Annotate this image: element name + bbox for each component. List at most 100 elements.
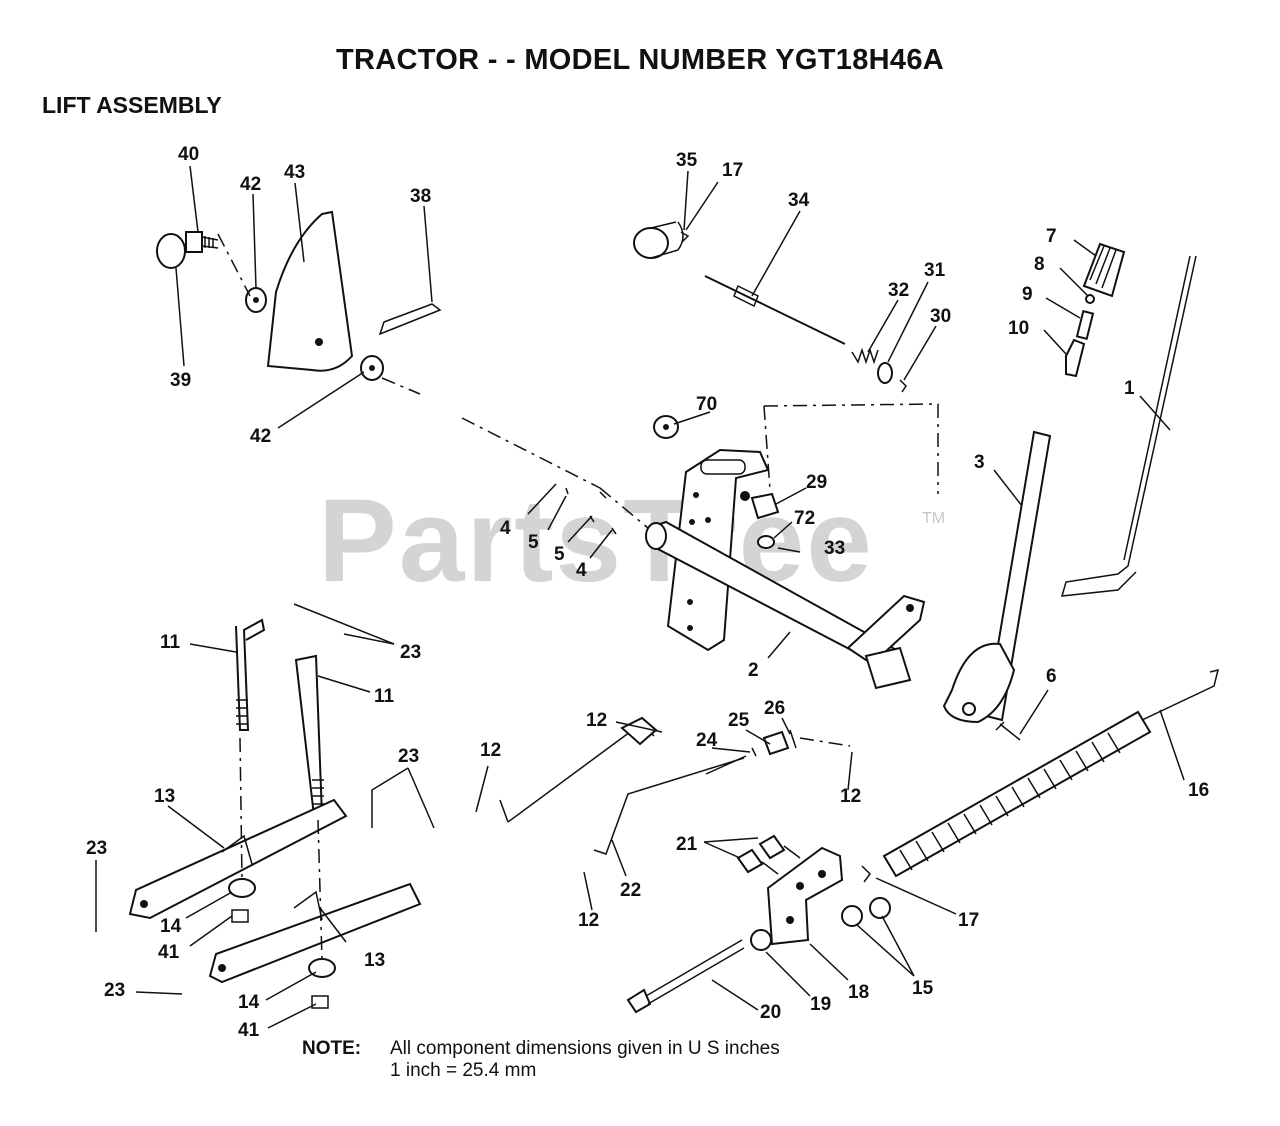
part-2-hole-3 bbox=[705, 517, 711, 523]
part-21-bolt-shafts bbox=[761, 845, 801, 875]
part-1-rod-side bbox=[1123, 255, 1191, 561]
part-35-knob bbox=[633, 227, 669, 259]
part-2-hole-1 bbox=[693, 492, 699, 498]
part-34-nut bbox=[733, 284, 759, 308]
callout-17-bottom: 17 bbox=[958, 910, 979, 931]
note-text-2: 1 inch = 25.4 mm bbox=[390, 1060, 537, 1081]
part-41-bushing-lower bbox=[311, 995, 329, 1009]
part-2-shaft-end bbox=[645, 522, 667, 550]
part-24-screw bbox=[705, 747, 757, 775]
part-18-hole-2 bbox=[818, 870, 826, 878]
axis-line-links bbox=[799, 737, 851, 747]
callout-5-b: 5 bbox=[554, 544, 565, 565]
part-15-nut-a bbox=[841, 905, 863, 927]
callout-35: 35 bbox=[676, 150, 698, 171]
page-title: TRACTOR - - MODEL NUMBER YGT18H46A bbox=[336, 44, 944, 76]
part-10-ferrule bbox=[1065, 338, 1086, 378]
part-9-pin bbox=[1075, 309, 1095, 341]
callout-23-c: 23 bbox=[86, 838, 107, 859]
callout-33: 33 bbox=[824, 538, 845, 559]
callout-13-a: 13 bbox=[154, 786, 175, 807]
callout-6: 6 bbox=[1046, 666, 1057, 687]
callout-23-b: 23 bbox=[398, 746, 419, 767]
callout-14-a: 14 bbox=[160, 916, 182, 937]
callout-5-a: 5 bbox=[528, 532, 539, 553]
callout-12-d: 12 bbox=[578, 910, 599, 931]
callout-4-b: 4 bbox=[576, 560, 587, 581]
axis-line-rod-right bbox=[317, 819, 323, 961]
part-33-pin bbox=[777, 547, 801, 553]
part-16-spring-hook bbox=[1141, 668, 1220, 721]
callout-39: 39 bbox=[170, 370, 191, 391]
part-40-thread bbox=[201, 236, 219, 249]
part-17-clip-lower bbox=[861, 865, 871, 883]
part-3-lever-base bbox=[942, 642, 1016, 724]
part-41-bushing-upper bbox=[231, 909, 249, 923]
callout-70: 70 bbox=[696, 394, 717, 415]
part-40-bolt bbox=[185, 231, 203, 253]
part-70-hole bbox=[663, 424, 669, 430]
callout-3: 3 bbox=[974, 452, 985, 473]
callout-22: 22 bbox=[620, 880, 641, 901]
part-38-clip bbox=[378, 303, 442, 336]
callout-14-b: 14 bbox=[238, 992, 260, 1013]
callout-4-a: 4 bbox=[500, 518, 511, 539]
part-21-bolt-b bbox=[736, 848, 764, 874]
section-title: LIFT ASSEMBLY bbox=[42, 92, 222, 118]
callout-8: 8 bbox=[1034, 254, 1045, 275]
callout-38: 38 bbox=[410, 186, 431, 207]
callout-2: 2 bbox=[748, 660, 759, 681]
part-6-screw bbox=[995, 721, 1021, 741]
part-43-hole bbox=[315, 338, 323, 346]
callout-23-a: 23 bbox=[400, 642, 421, 663]
part-13-arm-upper bbox=[128, 798, 348, 920]
callout-11-b: 11 bbox=[374, 686, 395, 707]
callout-21: 21 bbox=[676, 834, 698, 855]
callout-20: 20 bbox=[760, 1002, 781, 1023]
part-8-ball bbox=[1085, 294, 1095, 304]
part-25-block bbox=[762, 730, 790, 756]
part-4-5-clips bbox=[565, 487, 617, 535]
part-20-bolt-shaft bbox=[645, 939, 745, 1005]
part-2-hole-4 bbox=[687, 599, 693, 605]
part-11-thread-left bbox=[236, 699, 248, 725]
axis-line-right bbox=[763, 403, 939, 494]
part-11-thread-right bbox=[312, 779, 324, 805]
callout-43: 43 bbox=[284, 162, 305, 183]
part-2-hole-2 bbox=[689, 519, 695, 525]
part-22-rod bbox=[593, 757, 745, 855]
part-11-rod-right bbox=[294, 654, 324, 817]
callout-labels: 40 42 43 38 39 42 35 17 34 31 32 30 7 8 … bbox=[86, 144, 1209, 1041]
dimension-note: NOTE:All component dimensions given in U… bbox=[302, 1038, 780, 1082]
callout-32: 32 bbox=[888, 280, 909, 301]
leader-lines bbox=[95, 165, 1185, 1029]
part-31-washer bbox=[877, 362, 893, 384]
part-2-hole-5 bbox=[687, 625, 693, 631]
callout-25: 25 bbox=[728, 710, 750, 731]
callout-23-d: 23 bbox=[104, 980, 125, 1001]
part-18-bracket bbox=[766, 846, 844, 946]
part-1-lift-rod bbox=[1060, 255, 1197, 597]
part-18-hole-3 bbox=[786, 916, 794, 924]
note-text-1: All component dimensions given in U S in… bbox=[390, 1038, 780, 1059]
part-2-bracket-slot bbox=[700, 459, 746, 475]
part-30-clip bbox=[899, 379, 907, 393]
axis-line-left bbox=[381, 377, 649, 529]
callout-42-bottom: 42 bbox=[250, 426, 271, 447]
watermark-trademark: TM bbox=[922, 510, 946, 527]
callout-9: 9 bbox=[1022, 284, 1033, 305]
part-26-pin bbox=[789, 729, 797, 749]
callout-42-top: 42 bbox=[240, 174, 261, 195]
callout-12-c: 12 bbox=[840, 786, 861, 807]
part-34-rod bbox=[704, 275, 846, 345]
callout-13-b: 13 bbox=[364, 950, 385, 971]
part-2-arm-hole bbox=[906, 604, 914, 612]
part-39-ring bbox=[156, 233, 186, 269]
callout-19: 19 bbox=[810, 994, 831, 1015]
callout-1: 1 bbox=[1124, 378, 1135, 399]
callout-30: 30 bbox=[930, 306, 951, 327]
part-42-hole-bottom bbox=[369, 365, 375, 371]
note-line-1: NOTE:All component dimensions given in U… bbox=[302, 1038, 780, 1060]
callout-41-b: 41 bbox=[238, 1020, 260, 1041]
part-13-arm-lower bbox=[208, 882, 422, 984]
